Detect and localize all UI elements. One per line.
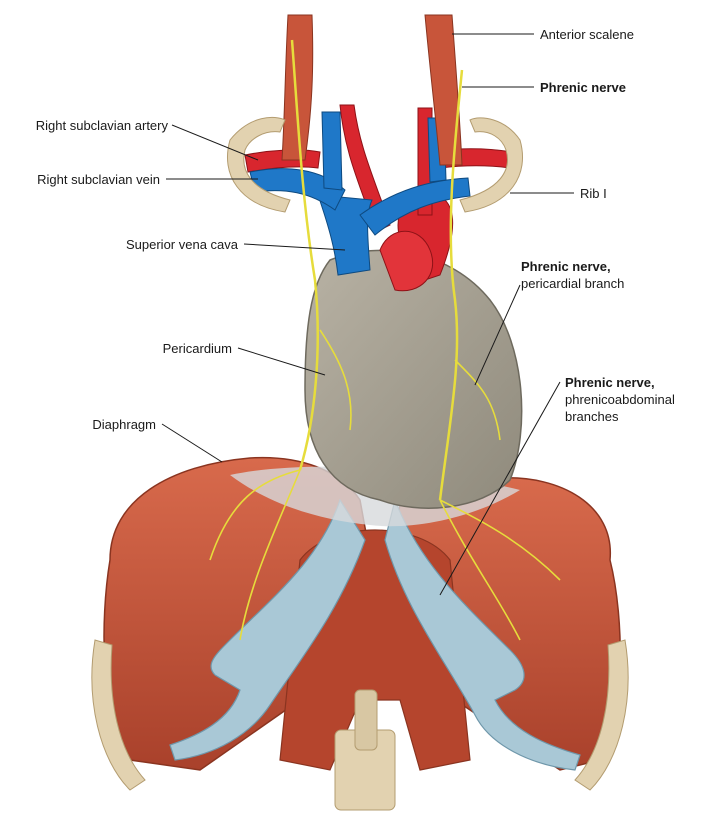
leader-phrenic-abdominal (439, 381, 561, 596)
pulmonary-trunk (379, 230, 433, 292)
label-phrenic-pericardial-sub: pericardial branch (521, 276, 625, 291)
brachiocephalic-trunk (339, 104, 391, 233)
label-phrenic-abdominal-title: Phrenic nerve, (565, 375, 655, 390)
leader-lines (161, 33, 574, 596)
leader-superior-vena-cava (243, 243, 346, 251)
internal-jugular-right (321, 111, 343, 191)
label-right-subclavian-artery: Right subclavian artery (35, 118, 168, 133)
right-brachiocephalic-vein (249, 168, 346, 211)
central-tendon-left (384, 498, 581, 771)
central-tendon-right (169, 498, 366, 761)
label-right-subclavian-vein: Right subclavian vein (37, 172, 160, 187)
phrenic-branches-left (439, 359, 561, 641)
pericardium-sac (304, 249, 523, 509)
label-rib-1: Rib I (580, 186, 607, 201)
label-superior-vena-cava: Superior vena cava (125, 237, 238, 252)
leader-right-subclavian-artery (171, 124, 259, 161)
left-brachiocephalic-vein (359, 177, 471, 236)
label-pericardium: Pericardium (162, 341, 232, 356)
label-phrenic-abdominal-sub2: branches (565, 409, 619, 424)
rib-1-right (226, 116, 291, 213)
leader-diaphragm (161, 423, 223, 463)
label-diaphragm: Diaphragm (92, 417, 156, 432)
phrenic-nerve-left (438, 69, 464, 501)
label-phrenic-nerve: Phrenic nerve (540, 80, 626, 95)
lower-rib-right (91, 639, 146, 791)
phrenic-branches-right (209, 329, 352, 641)
aorta-stub (354, 689, 378, 751)
rib-1-left (459, 117, 524, 213)
leader-pericardium (237, 347, 326, 376)
phrenic-nerve-right (290, 39, 319, 471)
scalene-right (281, 14, 314, 161)
superior-vena-cava (317, 194, 373, 276)
leader-phrenic-pericardial (474, 284, 521, 386)
lower-rib-left (574, 639, 629, 791)
label-phrenic-abdominal-sub1: phrenicoabdominal (565, 392, 675, 407)
label-phrenic-pericardial-title: Phrenic nerve, (521, 259, 611, 274)
scalene-left (424, 14, 463, 166)
label-anterior-scalene: Anterior scalene (540, 27, 634, 42)
